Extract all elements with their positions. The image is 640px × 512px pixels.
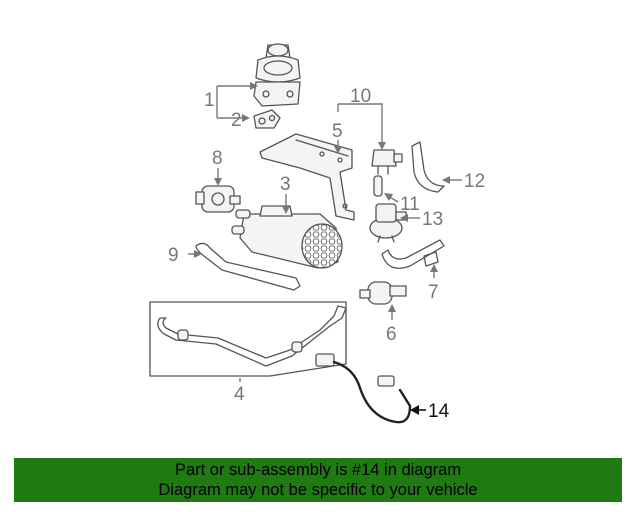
part-8-valve: [195, 185, 241, 213]
callout-7: 7: [428, 282, 439, 303]
part-10-solenoid: [371, 149, 403, 175]
callout-8: 8: [212, 148, 223, 169]
part-3-charcoal-canister: [231, 205, 343, 269]
callout-labels: 1 2 3 4 5 6 7 8 9 10 11 12 13 14: [168, 86, 485, 422]
callout-3: 3: [280, 174, 291, 195]
part-9-vapor-line: [195, 242, 301, 291]
callout-2: 2: [231, 110, 242, 131]
info-banner: Part or sub-assembly is #14 in diagram D…: [14, 458, 622, 502]
part-7-hose: [381, 239, 445, 269]
part-14-oxygen-sensor: [315, 353, 412, 424]
callout-9: 9: [168, 245, 179, 266]
callout-4: 4: [234, 384, 245, 405]
callout-14: 14: [428, 401, 450, 422]
callout-11: 11: [400, 194, 420, 215]
part-4-fuel-line-box: [149, 301, 347, 377]
part-6-filter: [359, 281, 407, 305]
callout-5: 5: [332, 121, 343, 142]
part-11-tube: [373, 175, 383, 197]
part-5-bracket: [259, 133, 355, 221]
callout-1: 1: [204, 90, 215, 111]
part-1-egr-valve: [253, 43, 301, 107]
leader-lines: [188, 82, 462, 415]
callout-6: 6: [386, 324, 397, 345]
part-2-gasket: [253, 109, 281, 129]
part-12-hose: [411, 141, 445, 193]
banner-line-1: Part or sub-assembly is #14 in diagram: [174, 461, 462, 479]
part-13-purge-valve: [369, 203, 407, 243]
callout-12: 12: [464, 171, 485, 192]
banner-line-2: Diagram may not be specific to your vehi…: [158, 481, 478, 499]
callout-13: 13: [422, 209, 443, 230]
callout-10: 10: [350, 86, 371, 107]
